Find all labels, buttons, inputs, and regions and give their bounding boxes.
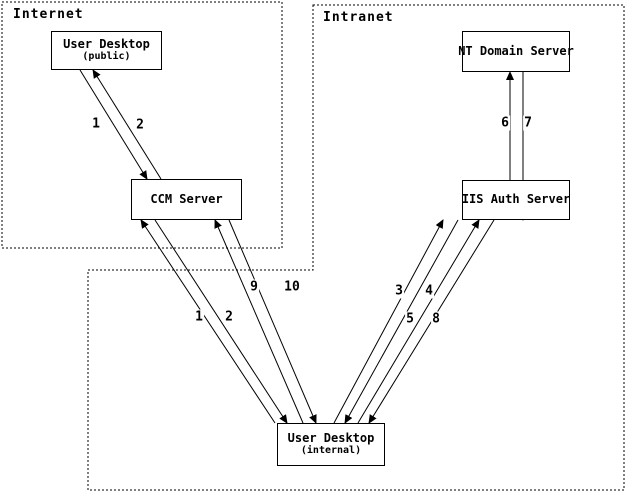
flow-label-2-internal: 2 (224, 309, 234, 325)
internet-region-border (1, 1, 283, 249)
node-title: NT Domain Server (458, 43, 574, 58)
intranet-region-border (87, 4, 625, 491)
flow-label-10: 10 (283, 279, 301, 295)
flow-label-5: 5 (405, 311, 415, 327)
flow-label-7: 7 (523, 115, 533, 131)
flow-line-1-internal (140, 219, 276, 424)
node-title: User Desktop (63, 36, 150, 51)
node-subtitle: (internal) (300, 445, 362, 457)
flow-line-2-internal (154, 219, 288, 424)
node-title: IIS Auth Server (461, 192, 571, 207)
flow-line-1-public (79, 69, 148, 180)
internet-region-label: Internet (13, 7, 84, 22)
flow-label-3: 3 (394, 283, 404, 299)
node-ccm-server: CCM Server (131, 179, 242, 220)
intranet-region-label: Intranet (323, 10, 394, 25)
flow-label-4: 4 (424, 283, 434, 299)
flow-line-9 (214, 219, 304, 424)
flow-line-4 (344, 219, 459, 424)
node-user-desktop-public: User Desktop (public) (51, 31, 162, 70)
flow-label-1-public: 1 (91, 116, 101, 132)
node-nt-domain-server: NT Domain Server (458, 31, 574, 72)
flow-label-8: 8 (431, 311, 441, 327)
node-subtitle: (public) (82, 51, 131, 63)
flow-line-2-public (92, 69, 162, 180)
node-title: User Desktop (287, 430, 375, 445)
flow-line-5 (357, 219, 480, 424)
flow-line-10 (228, 219, 317, 424)
flow-label-6: 6 (500, 115, 510, 131)
flow-label-9: 9 (249, 279, 259, 295)
flow-label-2-public: 2 (135, 117, 145, 133)
flow-line-3 (333, 219, 444, 424)
node-iis-auth-server: IIS Auth Server (462, 180, 570, 220)
flow-label-1-internal: 1 (194, 309, 204, 325)
node-title: CCM Server (150, 191, 223, 206)
node-user-desktop-internal: User Desktop (internal) (277, 423, 385, 466)
